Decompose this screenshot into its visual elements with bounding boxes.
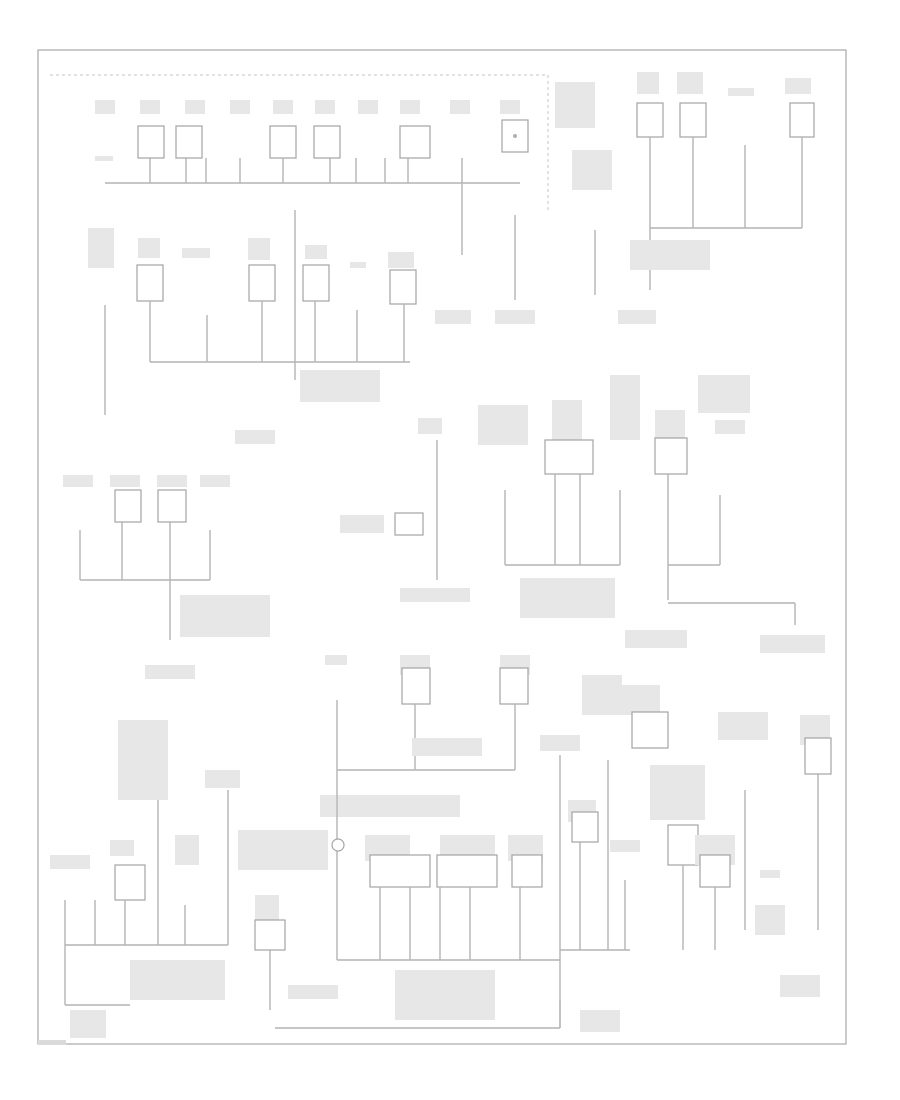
component-2 — [140, 100, 160, 114]
page-reference-mark — [38, 1040, 66, 1045]
lower-left-group — [50, 720, 240, 1038]
component-8 — [399, 100, 431, 183]
lower-module-row — [275, 835, 560, 1029]
top-component-row — [95, 82, 595, 255]
middle-center-group — [340, 375, 825, 653]
component-4 — [230, 100, 250, 183]
middle-left-group — [63, 475, 270, 679]
second-row-group — [88, 210, 535, 444]
component-9 — [450, 100, 470, 255]
component-7 — [355, 100, 386, 183]
lower-center-group — [238, 655, 530, 1010]
diagram-frame — [37, 49, 847, 1045]
component-3 — [175, 100, 207, 183]
component-10 — [500, 100, 529, 153]
component-5 — [269, 100, 297, 183]
top-right-group — [572, 72, 815, 324]
lower-right-group — [540, 675, 832, 1032]
component-1 — [95, 100, 165, 183]
component-6 — [313, 100, 341, 183]
